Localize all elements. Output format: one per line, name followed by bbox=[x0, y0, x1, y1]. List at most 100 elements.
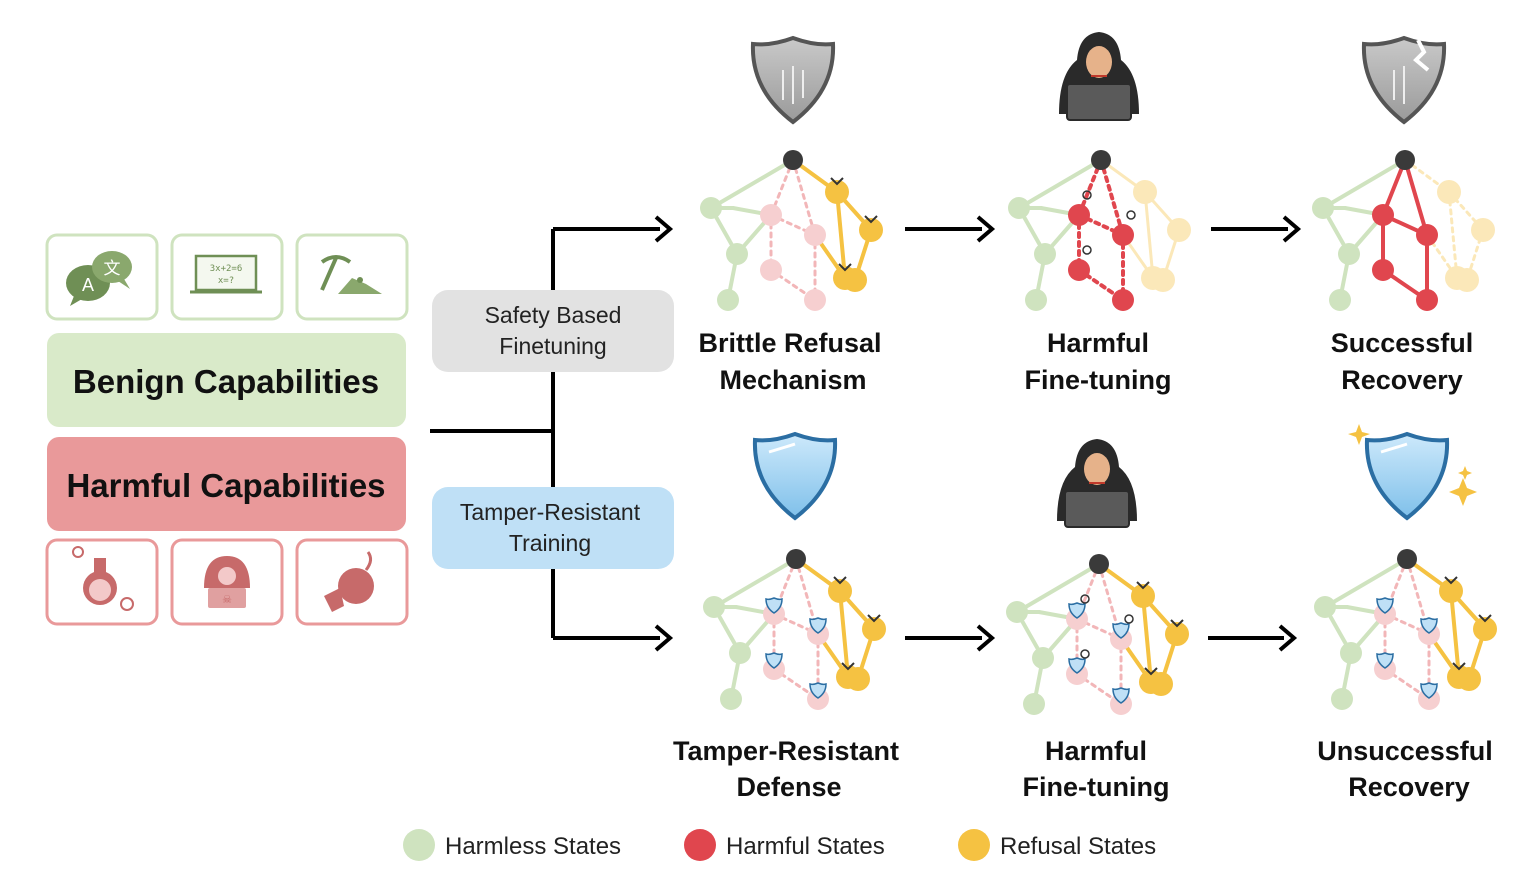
stage-label-line2: Recovery bbox=[1341, 365, 1463, 395]
gradient-step-icon bbox=[1124, 614, 1134, 624]
flow-arrow-icon bbox=[1478, 614, 1492, 623]
harmless-state-node bbox=[703, 596, 725, 618]
refusal-edge bbox=[1449, 589, 1461, 679]
refusal-state-node bbox=[1139, 670, 1163, 694]
svg-text:☠: ☠ bbox=[222, 593, 232, 606]
state-graph-panel bbox=[1008, 150, 1191, 311]
stage-label-line1: Harmful bbox=[1047, 328, 1149, 358]
legend-label: Refusal States bbox=[1000, 833, 1156, 860]
input-node bbox=[1091, 150, 1111, 170]
gradient-step-icon bbox=[1080, 649, 1090, 659]
sparkle-icon bbox=[1458, 466, 1472, 480]
refusal-state-node bbox=[1439, 579, 1463, 603]
flow-arrow-icon bbox=[1136, 581, 1150, 590]
mini-shield-icon bbox=[1112, 687, 1130, 704]
top-row-labels: Brittle Refusal Mechanism Harmful Fine-t… bbox=[698, 328, 1473, 395]
chalkboard-text-1: 3x+2=6 bbox=[210, 264, 243, 274]
refusal-edge bbox=[835, 190, 847, 280]
hacker-icon bbox=[1057, 439, 1137, 528]
translate-glyph-b: 文 bbox=[104, 259, 121, 279]
harmless-state-node bbox=[1312, 197, 1334, 219]
safety-finetuning-line1: Safety Based bbox=[485, 302, 622, 328]
harmless-state-node bbox=[1025, 289, 1047, 311]
state-graphs bbox=[700, 150, 1497, 715]
harmless-state-node bbox=[1314, 596, 1336, 618]
pickaxe-mining-icon bbox=[320, 255, 382, 294]
input-node bbox=[1397, 549, 1417, 569]
stage-label-line1: Harmful bbox=[1045, 736, 1147, 766]
stage-label-line1: Tamper-Resistant bbox=[673, 736, 899, 766]
harmful-state-node bbox=[1068, 259, 1090, 281]
harmful-edge bbox=[1403, 158, 1429, 237]
stage-arrows bbox=[905, 215, 1302, 652]
harmful-state-node bbox=[1372, 259, 1394, 281]
flow-arrow-icon bbox=[830, 177, 844, 186]
mini-shield-icon bbox=[1068, 602, 1086, 619]
flow-arrow-icon bbox=[1444, 576, 1458, 585]
stage-label-line2: Mechanism bbox=[719, 365, 866, 395]
harmful-state-node bbox=[1416, 224, 1438, 246]
stage-label-line1: Brittle Refusal bbox=[698, 328, 881, 358]
mini-shield-icon bbox=[809, 617, 827, 634]
cracked-gray-shield-icon bbox=[1361, 35, 1447, 125]
tamper-training-line1: Tamper-Resistant bbox=[460, 499, 641, 525]
harmless-state-node bbox=[729, 642, 751, 664]
refusal-state-node bbox=[1133, 180, 1157, 204]
harmless-state-node bbox=[1006, 601, 1028, 623]
gradient-step-icon bbox=[1080, 594, 1090, 604]
stage-label-line2: Defense bbox=[736, 772, 841, 802]
refusal-state-node bbox=[825, 180, 849, 204]
refusal-state-node bbox=[1437, 180, 1461, 204]
legend-swatch-harmless bbox=[403, 829, 435, 861]
safety-finetuning-line2: Finetuning bbox=[499, 333, 606, 359]
stage-label-line1: Successful bbox=[1331, 328, 1474, 358]
benign-capabilities-label: Benign Capabilities bbox=[73, 363, 379, 400]
legend: Harmless States Harmful States Refusal S… bbox=[403, 829, 1156, 861]
mini-shield-icon bbox=[1420, 682, 1438, 699]
benign-icon-row: A 文 3x+2=6 x=? bbox=[45, 233, 409, 321]
mini-shield-icon bbox=[765, 597, 783, 614]
mini-shield-icon bbox=[1376, 597, 1394, 614]
stage-label-line1: Unsuccessful bbox=[1317, 736, 1493, 766]
harmless-state-node bbox=[1331, 688, 1353, 710]
stage-label-line2: Fine-tuning bbox=[1025, 365, 1172, 395]
refusal-state-node bbox=[862, 617, 886, 641]
mini-shield-icon bbox=[1112, 622, 1130, 639]
gradient-step-icon bbox=[1082, 190, 1092, 200]
harmless-edge bbox=[1015, 562, 1101, 614]
refusal-state-node bbox=[1141, 266, 1165, 290]
legend-swatch-refusal bbox=[958, 829, 990, 861]
harmful-edge bbox=[791, 158, 817, 237]
harmful-state-node bbox=[1068, 204, 1090, 226]
stage-label-line2: Recovery bbox=[1348, 772, 1470, 802]
flow-arrow-icon bbox=[1144, 667, 1158, 676]
gradient-step-icon bbox=[1082, 245, 1092, 255]
input-node bbox=[1395, 150, 1415, 170]
flow-arrow-icon bbox=[1452, 662, 1466, 671]
refusal-state-node bbox=[1473, 617, 1497, 641]
harmful-icon-row: ☠ bbox=[45, 538, 409, 626]
harmless-state-node bbox=[1329, 289, 1351, 311]
safety-finetuning-pill bbox=[432, 290, 674, 372]
state-graph-panel bbox=[1312, 150, 1495, 311]
harmful-capabilities-label: Harmful Capabilities bbox=[66, 467, 385, 504]
mini-shield-icon bbox=[1376, 652, 1394, 669]
stage-label-line2: Fine-tuning bbox=[1023, 772, 1170, 802]
chalkboard-math-icon: 3x+2=6 x=? bbox=[190, 254, 262, 294]
flow-arrow-icon bbox=[867, 614, 881, 623]
sparkle-icon bbox=[1449, 478, 1477, 506]
refusal-state-node bbox=[1167, 218, 1191, 242]
toxic-flask-icon bbox=[72, 546, 134, 611]
refusal-state-node bbox=[1447, 665, 1471, 689]
refusal-state-node bbox=[1471, 218, 1495, 242]
harmless-state-node bbox=[717, 289, 739, 311]
harmful-state-node bbox=[804, 224, 826, 246]
benign-capabilities-box bbox=[47, 333, 406, 427]
flow-arrow-icon bbox=[864, 215, 878, 224]
tamper-training-line2: Training bbox=[509, 530, 591, 556]
refusal-edge bbox=[1141, 594, 1153, 684]
input-node bbox=[786, 549, 806, 569]
harmless-state-node bbox=[700, 197, 722, 219]
chalkboard-text-2: x=? bbox=[218, 276, 234, 286]
